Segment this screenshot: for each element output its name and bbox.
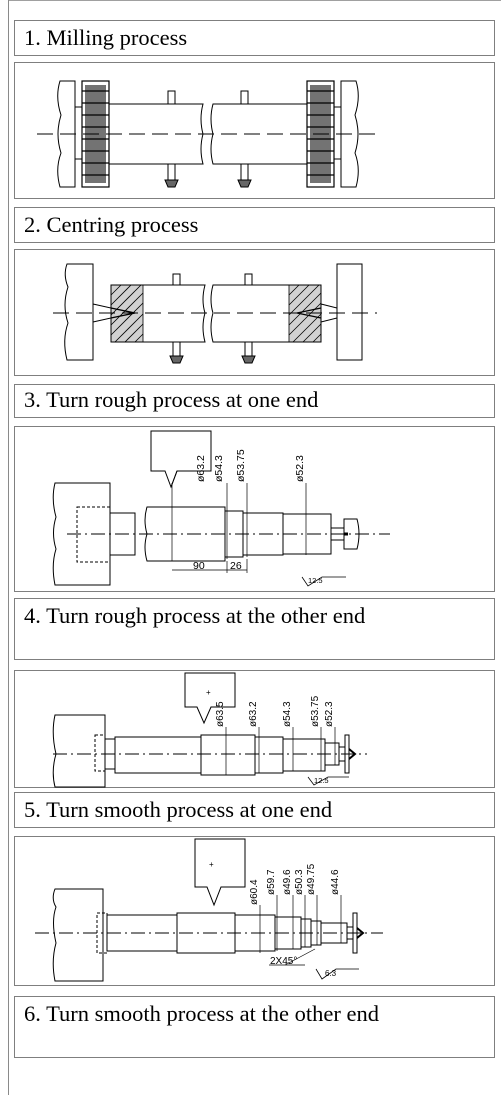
rough-other-end-drawing: + ø63.5 ø63.2 ø54.3 ø53.75 ø52.3 12.5 [14,670,495,788]
tailstock-plate [352,912,358,954]
roughness-value: 12.5 [308,576,323,585]
chuck-jaw [94,734,106,772]
step-6-label: 6. Turn smooth process at the other end [24,1001,379,1026]
dim-d597: ø59.7 [266,869,277,895]
chuck [52,714,106,788]
roughness-symbol [301,576,346,587]
shaft-section-2 [200,734,256,776]
bottom-clamp-2 [240,163,249,181]
left-chuck [57,80,76,188]
step-1-row: 1. Milling process [14,20,495,56]
chamfer-leader [284,948,316,966]
step-5-label: 5. Turn smooth process at one end [24,797,333,822]
right-centre-hole [296,307,322,319]
chuck [52,482,111,586]
left-centre [74,106,83,160]
right-chuck [336,263,363,361]
dim-d4975: ø49.75 [306,863,317,895]
shaft-section-4 [282,738,326,772]
tailstock-plate [344,734,350,774]
tool-mark: + [206,688,211,697]
dim-d5375: ø53.75 [235,449,247,482]
step-3-label: 3. Turn rough process at one end [24,387,319,412]
chamfer-label: 2X45° [270,956,297,967]
step-2-row: 2. Centring process [14,207,495,243]
support-2 [237,179,252,188]
shaft-right-part [210,284,322,343]
chuck [52,888,104,982]
milling-drawing [14,62,495,199]
table-top-border [8,0,501,1]
right-milling-cutter [306,80,335,188]
dim-d503: ø50.3 [294,869,305,895]
rough-one-end-drawing: ø63.2 ø54.3 ø53.75 ø52.3 90 26 12.5 [14,426,495,592]
tool-mark: + [209,860,214,869]
step-5-row: 5. Turn smooth process at one end [14,792,495,828]
dim-d523: ø52.3 [294,455,306,482]
top-clamp-1 [172,273,181,286]
roughness-value: 12.5 [314,776,329,785]
dim-d632: ø63.2 [195,455,207,482]
roughness-symbol [307,776,349,786]
length-26-label: 26 [230,560,242,572]
left-chuck [64,263,94,361]
left-milling-cutter [81,80,110,188]
bottom-clamp-1 [167,163,176,181]
support-1 [164,179,179,188]
dim-d543: ø54.3 [282,701,293,727]
shaft-section-1 [144,506,226,562]
right-chuck [340,80,359,188]
turning-tool [184,672,236,725]
dim-d604: ø60.4 [249,879,260,905]
bottom-clamp-2 [244,341,253,357]
shaft-left-part [108,103,204,165]
step-2-label: 2. Centring process [24,212,199,237]
left-centre-hole [110,307,136,319]
shaft-right-part [210,103,308,165]
left-hatch [110,284,144,343]
step-1-label: 1. Milling process [24,25,188,50]
process-table [8,0,501,1095]
shaft-section-1 [114,736,202,774]
right-hatch [288,284,322,343]
step-6-row: 6. Turn smooth process at the other end [14,996,495,1058]
turning-tool [194,838,246,907]
dim-d496: ø49.6 [282,869,293,895]
tailstock-centre [356,927,365,939]
dim-d635: ø63.5 [215,701,226,727]
roughness-symbol [315,968,359,980]
step-3-row: 3. Turn rough process at one end [14,384,495,418]
step-4-label: 4. Turn rough process at the other end [24,603,366,628]
length-90-label: 90 [193,560,205,572]
top-clamp-2 [240,90,249,105]
dim-d5375: ø53.75 [310,695,321,727]
shaft-left-part [110,284,206,343]
dim-d632: ø63.2 [248,701,259,727]
stub [109,512,136,556]
centring-drawing [14,249,495,376]
tailstock-centre [348,748,357,760]
roughness-value: 6.3 [325,969,337,978]
dim-d523: ø52.3 [324,701,335,727]
right-centre [333,106,342,160]
bottom-clamp-1 [172,341,181,357]
support-2 [241,355,256,364]
top-clamp-2 [244,273,253,286]
dim-d543: ø54.3 [213,455,225,482]
support-1 [169,355,184,364]
smooth-one-end-drawing: + ø60.4 ø59.7 ø49.6 ø50.3 ø49.75 ø44.6 2… [14,836,495,986]
step-4-row: 4. Turn rough process at the other end [14,598,495,660]
top-clamp-1 [167,90,176,105]
dim-d446: ø44.6 [330,869,341,895]
tailstock-centre [343,518,360,550]
